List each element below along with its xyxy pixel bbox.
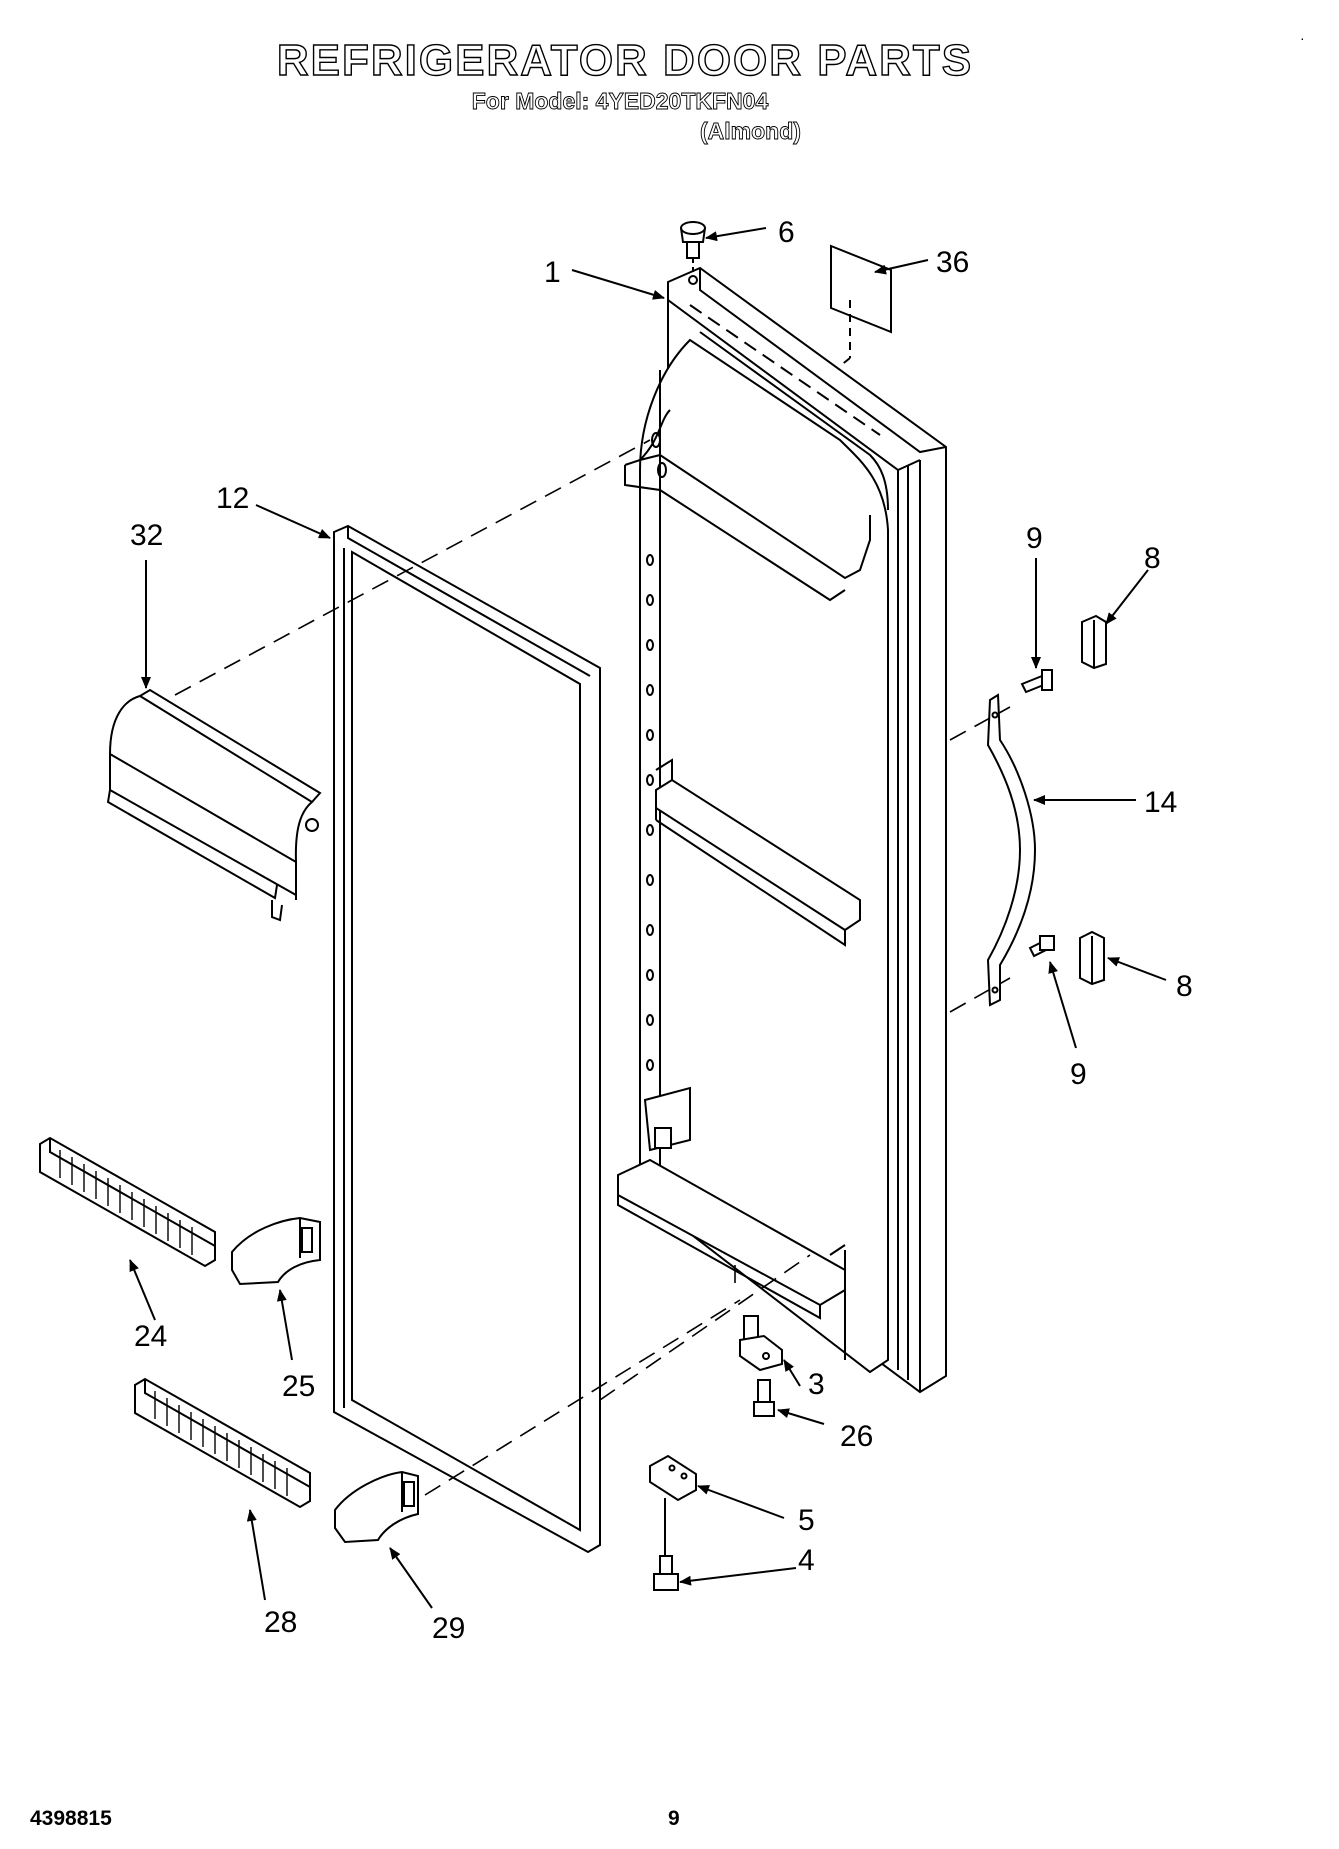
shelf-rail-lower <box>134 1377 311 1509</box>
document-number: 4398815 <box>30 1807 112 1830</box>
callout-24: 24 <box>134 1320 167 1353</box>
page-number: 9 <box>668 1807 680 1830</box>
label-part <box>830 244 892 367</box>
model-color: (Almond) <box>700 118 802 145</box>
model-line: For Model: 4YED20TKFN04 <box>471 88 769 115</box>
callout-36: 36 <box>936 246 969 279</box>
callout-12: 12 <box>216 482 249 515</box>
end-cap-upper <box>1081 614 1107 670</box>
hinge-plate <box>649 1454 697 1556</box>
callout-5: 5 <box>798 1504 815 1537</box>
callout-3: 3 <box>808 1368 825 1401</box>
callout-8a: 8 <box>1144 542 1161 575</box>
corner-mark: · <box>1300 30 1305 46</box>
callout-9b: 9 <box>1070 1058 1087 1091</box>
callout-8b: 8 <box>1176 970 1193 1003</box>
end-cap-lower <box>1079 930 1105 986</box>
handle-screw-upper <box>1020 669 1053 694</box>
dairy-cover <box>106 688 322 922</box>
screw-top <box>680 221 706 276</box>
door-gasket <box>333 524 601 1554</box>
hinge-screw <box>753 1379 775 1417</box>
callout-4: 4 <box>798 1544 815 1577</box>
callout-29: 29 <box>432 1612 465 1645</box>
callout-9a: 9 <box>1026 522 1043 555</box>
callout-1: 1 <box>544 256 561 289</box>
bottom-screw <box>653 1555 679 1591</box>
callout-25: 25 <box>282 1370 315 1403</box>
callout-6: 6 <box>778 216 795 249</box>
rail-end-cap-lower <box>334 1470 419 1544</box>
callout-26: 26 <box>840 1420 873 1453</box>
shelf-rail-upper <box>39 1136 216 1268</box>
callout-14: 14 <box>1144 786 1177 819</box>
rail-end-cap-upper <box>231 1216 321 1286</box>
handle-screw-lower <box>1028 935 1055 958</box>
door-liner <box>617 266 947 1394</box>
callout-32: 32 <box>130 519 163 552</box>
page-title: REFRIGERATOR DOOR PARTS <box>276 35 974 85</box>
hinge-bushing <box>739 1315 783 1372</box>
callout-28: 28 <box>264 1606 297 1639</box>
door-handle <box>986 693 1037 1007</box>
